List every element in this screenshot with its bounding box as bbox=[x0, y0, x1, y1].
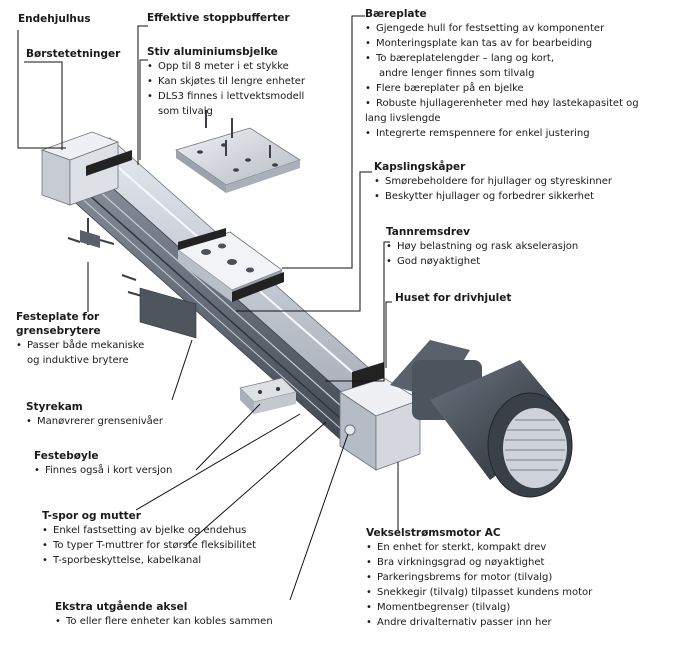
aluminiumsbjelke-item: Kan skjøtes til lengre enheter bbox=[147, 74, 305, 89]
tannremsdrev-item: Høy belastning og rask akselerasjon bbox=[386, 239, 578, 254]
label-kapslingskaper: Kapslingskåper Smørebeholdere for hjulla… bbox=[374, 160, 612, 204]
aluminiumsbjelke-list: Opp til 8 meter i et stykke Kan skjøtes … bbox=[147, 59, 305, 119]
kapslingskaper-item: Smørebeholdere for hjullager og styreski… bbox=[374, 174, 612, 189]
aluminiumsbjelke-title: Stiv aluminiumsbjelke bbox=[147, 46, 278, 58]
baereplate-item: Integrerte remspennere for enkel justeri… bbox=[365, 126, 639, 141]
stoppbufferter-title: Effektive stoppbufferter bbox=[147, 12, 290, 24]
baereplate-list: Gjengede hull for festsetting av kompone… bbox=[365, 21, 639, 141]
tspor-item: To typer T-muttrer for største fleksibil… bbox=[42, 538, 256, 553]
motor-item: Bra virkningsgrad og nøyaktighet bbox=[366, 555, 592, 570]
festeboyle-list: Finnes også i kort versjon bbox=[34, 463, 172, 478]
label-aluminiumsbjelke: Stiv aluminiumsbjelke Opp til 8 meter i … bbox=[147, 45, 305, 119]
drive-wheel-housing bbox=[339, 362, 421, 471]
festeplate-item: Passer både mekaniske bbox=[16, 338, 144, 353]
baereplate-item: Flere bæreplater på en bjelke bbox=[365, 81, 639, 96]
motor-item: Andre drivalternativ passer inn her bbox=[366, 615, 592, 630]
tannremsdrev-item: God nøyaktighet bbox=[386, 254, 578, 269]
kapslingskaper-list: Smørebeholdere for hjullager og styreski… bbox=[374, 174, 612, 204]
label-motor: Vekselstrømsmotor AC En enhet for sterkt… bbox=[366, 526, 592, 630]
kapslingskaper-title: Kapslingskåper bbox=[374, 161, 466, 173]
label-endehjulhus: Endehjulhus bbox=[18, 12, 91, 26]
drivhjul-title: Huset for drivhjulet bbox=[395, 292, 512, 304]
ac-motor bbox=[390, 340, 573, 498]
baereplate-item: Monteringsplate kan tas av for bearbeidi… bbox=[365, 36, 639, 51]
festeplate-title-2: grensebrytere bbox=[16, 325, 101, 337]
label-tannremsdrev: Tannremsdrev Høy belastning og rask akse… bbox=[386, 225, 578, 269]
borstetetninger-title: Børstetetninger bbox=[26, 48, 121, 60]
label-festeplate: Festeplate for grensebrytere Passer både… bbox=[16, 310, 144, 368]
bracket-small bbox=[80, 230, 100, 248]
label-drivhjul: Huset for drivhjulet bbox=[395, 291, 511, 305]
festeboyle-title: Festebøyle bbox=[34, 450, 99, 462]
tspor-item: Enkel fastsetting av bjelke og endehus bbox=[42, 523, 256, 538]
aluminiumsbjelke-item: Opp til 8 meter i et stykke bbox=[147, 59, 305, 74]
label-stoppbufferter: Effektive stoppbufferter bbox=[147, 11, 290, 25]
tspor-title: T-spor og mutter bbox=[42, 510, 141, 522]
styrekam-list: Manøvrerer grensenivåer bbox=[26, 414, 163, 429]
aluminiumsbjelke-item: DLS3 finnes i lettvektsmodell bbox=[147, 89, 305, 104]
festeplate-title-1: Festeplate for bbox=[16, 311, 100, 323]
endehjulhus-title: Endehjulhus bbox=[18, 13, 91, 25]
baereplate-title: Bæreplate bbox=[365, 8, 427, 20]
tspor-item: T-sporbeskyttelse, kabelkanal bbox=[42, 553, 256, 568]
label-aksel: Ekstra utgående aksel To eller flere enh… bbox=[55, 600, 273, 629]
tannremsdrev-list: Høy belastning og rask akselerasjon God … bbox=[386, 239, 578, 269]
label-borstetetninger: Børstetetninger bbox=[26, 47, 120, 61]
carriage bbox=[177, 228, 284, 302]
baereplate-item: Gjengede hull for festsetting av kompone… bbox=[365, 21, 639, 36]
aksel-list: To eller flere enheter kan kobles sammen bbox=[55, 614, 273, 629]
festeplate-item: og induktive brytere bbox=[27, 355, 129, 366]
baereplate-item: Robuste hjullagerenheter med høy lasteka… bbox=[365, 96, 639, 111]
festeboyle-item: Finnes også i kort versjon bbox=[34, 463, 172, 478]
aluminiumsbjelke-item: som tilvalg bbox=[158, 106, 213, 117]
leader-lines bbox=[17, 15, 399, 601]
festeplate-list: Passer både mekaniske og induktive bryte… bbox=[16, 338, 144, 368]
motor-item: Snekkegir (tilvalg) tilpasset kundens mo… bbox=[366, 585, 592, 600]
motor-item: Momentbegrenser (tilvalg) bbox=[366, 600, 592, 615]
aksel-item: To eller flere enheter kan kobles sammen bbox=[55, 614, 273, 629]
label-tspor: T-spor og mutter Enkel fastsetting av bj… bbox=[42, 509, 256, 568]
aksel-title: Ekstra utgående aksel bbox=[55, 601, 188, 613]
motor-title: Vekselstrømsmotor AC bbox=[366, 527, 501, 539]
baereplate-item: lang livslengde bbox=[365, 113, 441, 124]
tspor-list: Enkel fastsetting av bjelke og endehus T… bbox=[42, 523, 256, 568]
label-styrekam: Styrekam Manøvrerer grensenivåer bbox=[26, 400, 163, 429]
label-baereplate: Bæreplate Gjengede hull for festsetting … bbox=[365, 7, 639, 141]
motor-item: En enhet for sterkt, kompakt drev bbox=[366, 540, 592, 555]
tannremsdrev-title: Tannremsdrev bbox=[386, 226, 470, 238]
motor-item: Parkeringsbrems for motor (tilvalg) bbox=[366, 570, 592, 585]
baereplate-item: andre lenger finnes som tilvalg bbox=[379, 68, 535, 79]
kapslingskaper-item: Beskytter hjullager og forbedrer sikkerh… bbox=[374, 189, 612, 204]
label-festeboyle: Festebøyle Finnes også i kort versjon bbox=[34, 449, 172, 478]
mounting-plate bbox=[175, 127, 301, 193]
motor-list: En enhet for sterkt, kompakt drev Bra vi… bbox=[366, 540, 592, 630]
styrekam-title: Styrekam bbox=[26, 401, 83, 413]
baereplate-item: To bæreplatelengder – lang og kort, bbox=[365, 51, 639, 66]
cam-and-bracket bbox=[239, 377, 297, 414]
switch-plate bbox=[139, 287, 197, 339]
styrekam-item: Manøvrerer grensenivåer bbox=[26, 414, 163, 429]
end-wheel-housing bbox=[40, 131, 132, 206]
